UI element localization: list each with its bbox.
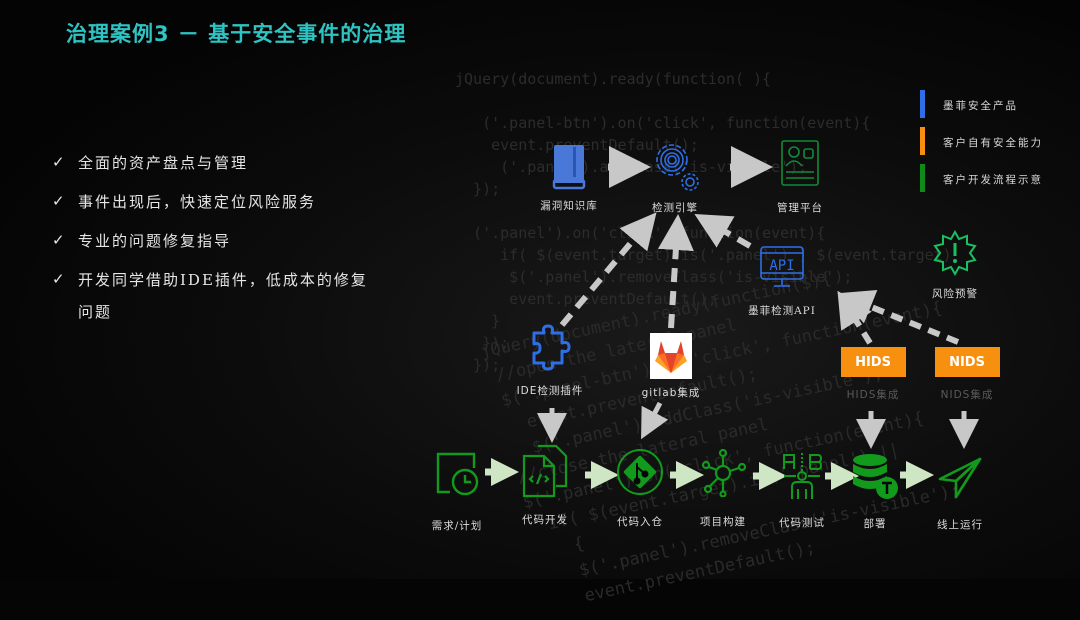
node-risk-alert[interactable]: 风险预警 bbox=[910, 230, 1000, 301]
api-monitor-icon: API bbox=[760, 246, 804, 287]
code-file-icon bbox=[522, 444, 568, 498]
build-network-icon bbox=[701, 449, 747, 497]
node-knowledge-base[interactable]: 漏洞知识库 bbox=[524, 144, 614, 213]
node-ide-plugin[interactable]: IDE检测插件 bbox=[505, 323, 595, 398]
gitlab-icon bbox=[650, 333, 692, 379]
puzzle-icon bbox=[532, 324, 571, 371]
pipeline-step-build[interactable]: 项目构建 bbox=[683, 449, 763, 529]
profile-card-icon bbox=[781, 140, 819, 186]
check-icon: ✓ bbox=[52, 153, 65, 171]
check-icon: ✓ bbox=[52, 270, 65, 288]
calendar-clock-icon bbox=[436, 452, 479, 496]
connector-arrows bbox=[485, 146, 979, 490]
pipeline-step-deploy[interactable]: 部署 bbox=[835, 452, 915, 531]
pipeline-step-commit[interactable]: 代码入仓 bbox=[600, 447, 680, 529]
node-detection-api[interactable]: API 墨菲检测API bbox=[737, 245, 827, 318]
svg-text:API: API bbox=[769, 258, 794, 274]
hids-box: HIDS bbox=[840, 347, 906, 377]
pipeline-step-production[interactable]: 线上运行 bbox=[920, 457, 1000, 532]
node-detection-engine[interactable]: 检测引擎 bbox=[630, 140, 720, 215]
node-nids[interactable]: NIDS NIDS集成 bbox=[927, 347, 1007, 402]
pipeline-step-test[interactable]: 代码测试 bbox=[762, 451, 842, 530]
ab-test-icon bbox=[783, 453, 823, 499]
bullet-item: ✓开发同学借助IDE插件，低成本的修复问题 bbox=[52, 270, 368, 321]
bullet-list: ✓全面的资产盘点与管理 ✓事件出现后，快速定位风险服务 ✓专业的问题修复指导 ✓… bbox=[52, 152, 378, 340]
paper-plane-icon bbox=[938, 457, 982, 499]
node-gitlab[interactable]: gitlab集成 bbox=[626, 333, 716, 400]
pipeline-step-plan[interactable]: 需求/计划 bbox=[417, 450, 497, 533]
gears-icon bbox=[656, 144, 699, 191]
bullet-item: ✓全面的资产盘点与管理 bbox=[52, 153, 249, 172]
pipeline-step-develop[interactable]: 代码开发 bbox=[505, 444, 585, 527]
book-icon bbox=[552, 145, 586, 190]
check-icon: ✓ bbox=[52, 231, 65, 249]
check-icon: ✓ bbox=[52, 192, 65, 210]
node-management-platform[interactable]: 管理平台 bbox=[755, 140, 845, 215]
nids-box: NIDS bbox=[934, 347, 1000, 377]
git-icon bbox=[617, 449, 663, 495]
node-hids[interactable]: HIDS HIDS集成 bbox=[833, 347, 913, 402]
bullet-item: ✓事件出现后，快速定位风险服务 bbox=[52, 192, 317, 211]
alert-badge-icon bbox=[933, 230, 977, 276]
background bbox=[0, 0, 1080, 579]
bullet-item: ✓专业的问题修复指导 bbox=[52, 231, 232, 250]
database-deploy-icon bbox=[853, 454, 898, 499]
page-title: 治理案例3 － 基于安全事件的治理 bbox=[66, 22, 407, 46]
